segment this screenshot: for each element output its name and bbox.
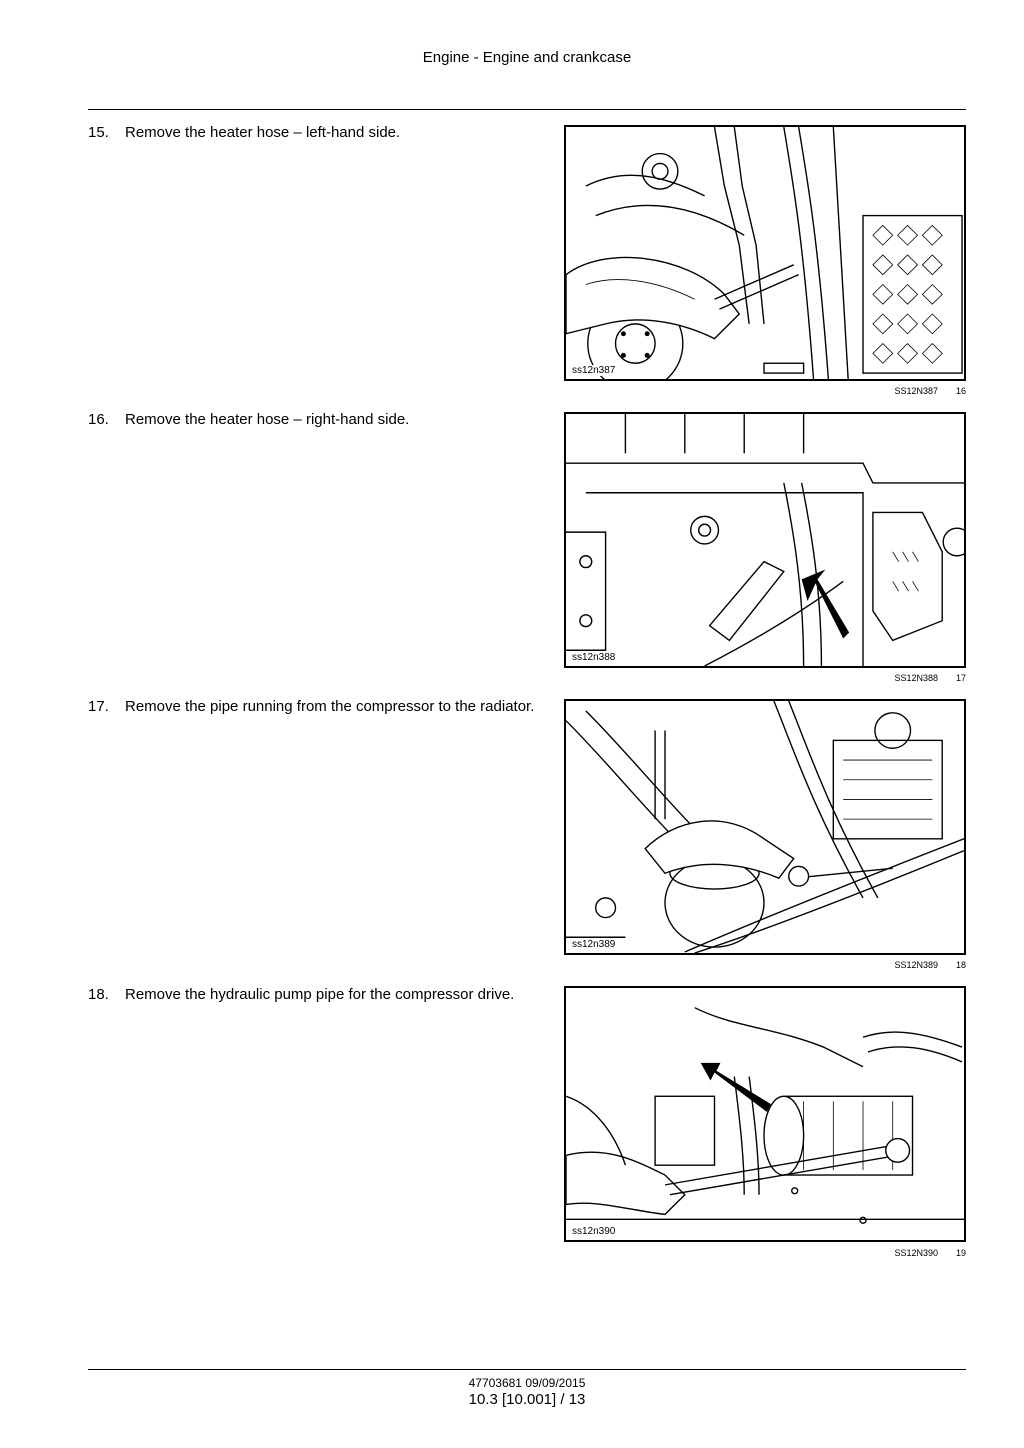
figure-19-caption: SS12N390 19 [564,1248,966,1262]
figure-code-label: ss12n390 [570,1226,618,1237]
figure-17-caption: SS12N388 17 [564,673,966,687]
figure-18-caption: SS12N389 18 [564,960,966,974]
figure-number: 18 [955,960,966,970]
figure-ref: SS12N388 [894,673,938,683]
step-text: Remove the pipe running from the compres… [125,698,535,715]
step-text: Remove the heater hose – left-hand side. [125,124,401,141]
figure-ref: SS12N389 [894,960,938,970]
page-header-title: Engine - Engine and crankcase [422,49,632,66]
step-number: 16. [88,411,109,428]
step-text: Remove the hydraulic pump pipe for the c… [125,986,515,1003]
figure-19-illustration: ss12n390 [564,986,966,1242]
figure-16-caption: SS12N387 16 [564,386,966,400]
figure-number: 16 [955,386,966,396]
header-rule [88,109,966,110]
figure-ref: SS12N390 [894,1248,938,1258]
figure-code-label: ss12n389 [570,939,618,950]
footer-page-number: 10.3 [10.001] / 13 [468,1391,586,1408]
figure-18-illustration: ss12n389 [564,699,966,955]
figure-ref: SS12N387 [894,386,938,396]
figure-17-illustration: ss12n388 [564,412,966,668]
figure-code-label: ss12n388 [570,652,618,663]
figure-code-label: ss12n387 [570,365,618,376]
footer-document-id: 47703681 09/09/2015 [468,1376,586,1390]
footer-rule [88,1369,966,1370]
step-text: Remove the heater hose – right-hand side… [125,411,410,428]
step-number: 17. [88,698,109,715]
step-number: 15. [88,124,109,141]
figure-number: 19 [955,1248,966,1258]
step-number: 18. [88,986,109,1003]
figure-16-illustration: ss12n387 [564,125,966,381]
figure-number: 17 [955,673,966,683]
